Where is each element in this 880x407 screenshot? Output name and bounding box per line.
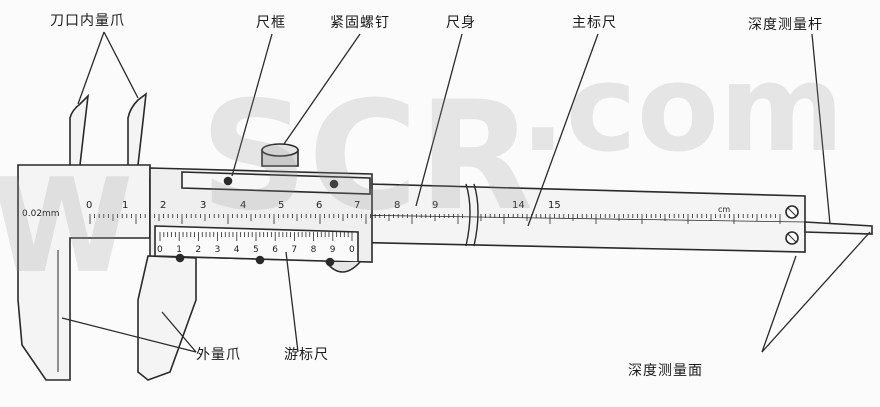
main-scale-number: 4	[240, 200, 246, 211]
inner-jaw-fixed	[69, 93, 90, 166]
label-depth-face: 深度测量面	[628, 363, 703, 379]
resolution-mark: 0.02mm	[22, 209, 60, 219]
label-outer-jaws: 外量爪	[196, 347, 241, 363]
vernier-scale-ticks	[159, 232, 353, 241]
inner-jaw-movable	[127, 92, 147, 166]
main-scale-number: 6	[316, 200, 322, 211]
label-lock-screw: 紧固螺钉	[330, 15, 390, 31]
label-inner-jaws: 刀口内量爪	[50, 13, 125, 29]
label-depth-rod: 深度测量杆	[748, 17, 823, 33]
main-scale-number: 5	[278, 200, 284, 211]
vernier-scale-number: 9	[330, 245, 336, 255]
main-scale-number: 7	[354, 200, 360, 211]
vernier-scale-number: 7	[291, 245, 297, 255]
vernier-scale-numbers: 0 1 2 3 4 5 6 7 8 9 0	[157, 245, 355, 255]
vernier-scale-number: 3	[215, 245, 221, 255]
label-vernier-scale: 游标尺	[284, 347, 329, 363]
unit-mark: cm	[718, 205, 730, 214]
label-beam: 尺身	[446, 15, 476, 31]
vernier-scale-number: 1	[176, 245, 182, 255]
main-scale-number: 1	[122, 200, 128, 211]
main-scale-number: 0	[86, 200, 92, 211]
main-scale-number: 8	[394, 200, 400, 211]
depth-rod	[804, 221, 873, 235]
main-scale-number: 14	[512, 200, 525, 211]
main-scale-number: 9	[432, 200, 438, 211]
label-main-scale: 主标尺	[572, 15, 617, 31]
vernier-scale-number: 4	[234, 245, 240, 255]
vernier-scale-number: 0	[157, 245, 163, 255]
main-scale-number: 3	[200, 200, 206, 211]
label-frame: 尺框	[256, 15, 286, 31]
main-scale-ticks	[89, 214, 781, 224]
vernier-scale-number: 2	[195, 245, 201, 255]
main-scale-numbers: 0 1 2 3 4 5 6 7 8 9 14 15	[86, 200, 561, 211]
vernier-scale-number: 6	[272, 245, 278, 255]
fixed-jaw-head	[17, 164, 151, 381]
vernier-plate	[154, 225, 359, 263]
vernier-scale-number: 5	[253, 245, 259, 255]
vernier-scale-number: 8	[311, 245, 317, 255]
main-scale-number: 15	[548, 200, 561, 211]
vernier-scale-number: 0	[349, 245, 355, 255]
leader-lines	[61, 31, 871, 353]
main-scale-number: 2	[160, 200, 166, 211]
